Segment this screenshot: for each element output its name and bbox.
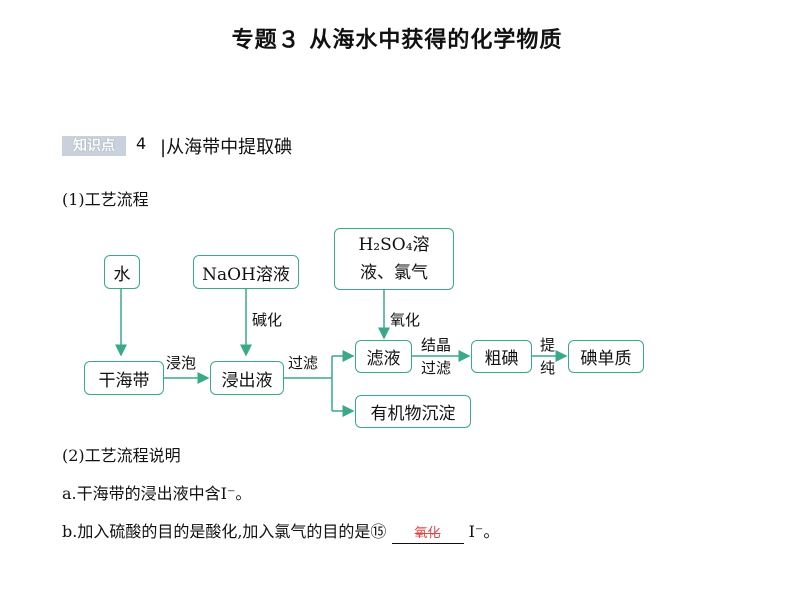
box-water: 水 (104, 255, 140, 289)
label-purify-2: 纯 (540, 359, 556, 377)
knowledge-point-title: |从海带中提取碘 (160, 137, 293, 158)
note-b-suffix: I⁻。 (463, 522, 500, 541)
note-b: b.加入硫酸的目的是酸化,加入氯气的目的是⑮ 氧化 I⁻。 (62, 518, 499, 544)
h2so4-line1: H₂SO₄溶 (358, 235, 430, 255)
section2-heading: (2)工艺流程说明 (62, 446, 181, 465)
h2so4-line2: 液、氯气 (360, 263, 428, 283)
box-iodine: 碘单质 (568, 340, 644, 373)
box-filtrate: 滤液 (355, 340, 412, 373)
section1-heading: (1)工艺流程 (62, 190, 149, 209)
box-leachate: 浸出液 (210, 361, 284, 395)
note-b-prefix: b.加入硫酸的目的是酸化,加入氯气的目的是⑮ (62, 522, 392, 541)
box-crude-iodine: 粗碘 (471, 340, 532, 373)
box-dry-kelp: 干海带 (84, 361, 164, 395)
knowledge-point-title-text: 从海带中提取碘 (166, 137, 293, 158)
box-naoh: NaOH溶液 (193, 255, 299, 289)
label-soak: 浸泡 (166, 354, 197, 372)
label-filter2: 过滤 (421, 359, 452, 377)
label-crystallize: 结晶 (421, 336, 452, 354)
note-a: a.干海带的浸出液中含I⁻。 (62, 484, 252, 503)
box-organic-precipitate: 有机物沉淀 (355, 395, 471, 428)
knowledge-point-number: 4 (136, 134, 147, 153)
knowledge-point-tag: 知识点 (62, 136, 126, 156)
label-filter: 过滤 (288, 354, 319, 372)
page-title: 专题３ 从海水中获得的化学物质 (231, 28, 563, 53)
answer-blank-15: 氧化 (391, 525, 464, 544)
label-alkalize: 碱化 (252, 311, 283, 329)
knowledge-point-tag-label: 知识点 (73, 138, 115, 154)
box-h2so4-chlorine: H₂SO₄溶 液、氯气 (334, 228, 454, 290)
label-oxidize: 氧化 (390, 311, 421, 329)
label-purify-1: 提 (540, 336, 556, 354)
